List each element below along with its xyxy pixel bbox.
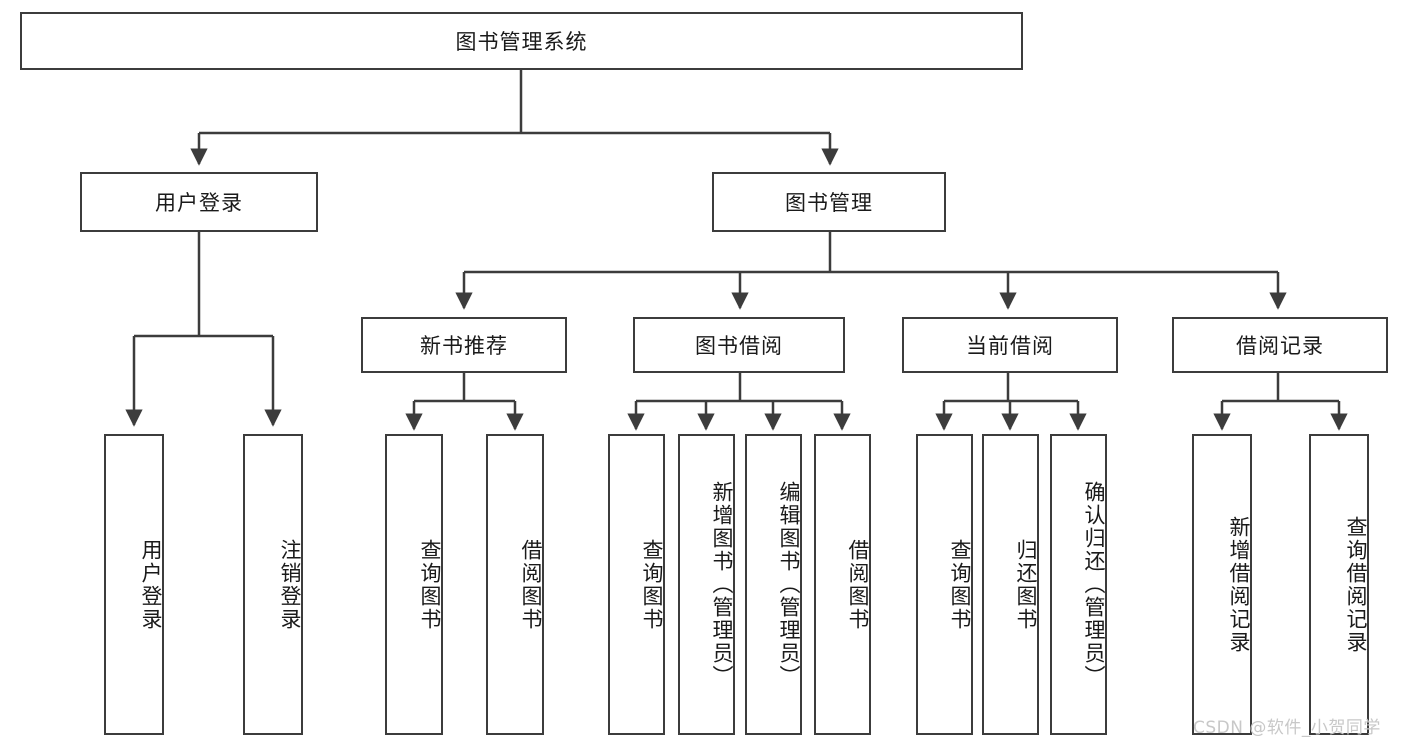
node-label: 归还图书 <box>1014 538 1038 631</box>
node-label: 图书管理 <box>785 191 873 215</box>
node-leaf-edit-book[interactable]: 编辑图书（管理员） <box>745 434 802 735</box>
node-label: 编辑图书（管理员） <box>777 481 801 688</box>
node-book-management[interactable]: 图书管理 <box>712 172 946 232</box>
node-label: 查询借阅记录 <box>1344 515 1368 654</box>
node-label: 查询图书 <box>640 538 664 631</box>
node-leaf-user-login[interactable]: 用户登录 <box>104 434 164 735</box>
node-label: 注销登录 <box>278 538 302 631</box>
node-leaf-confirm-return[interactable]: 确认归还（管理员） <box>1050 434 1107 735</box>
node-leaf-query-book-recommend[interactable]: 查询图书 <box>385 434 443 735</box>
node-label: 新增借阅记录 <box>1227 515 1251 654</box>
node-label: 借阅图书 <box>846 538 870 631</box>
node-leaf-add-borrow-record[interactable]: 新增借阅记录 <box>1192 434 1252 735</box>
node-leaf-logout-login[interactable]: 注销登录 <box>243 434 303 735</box>
node-label: 图书管理系统 <box>455 30 588 54</box>
node-leaf-add-book[interactable]: 新增图书（管理员） <box>678 434 735 735</box>
node-leaf-return-book[interactable]: 归还图书 <box>982 434 1039 735</box>
node-label: 图书借阅 <box>695 334 783 358</box>
node-label: 查询图书 <box>418 538 442 631</box>
node-label: 确认归还（管理员） <box>1082 481 1106 688</box>
node-user-login[interactable]: 用户登录 <box>80 172 318 232</box>
node-label: 当前借阅 <box>966 334 1054 358</box>
node-current-borrow[interactable]: 当前借阅 <box>902 317 1118 373</box>
node-leaf-borrow-book[interactable]: 借阅图书 <box>814 434 871 735</box>
node-leaf-borrow-book-recommend[interactable]: 借阅图书 <box>486 434 544 735</box>
node-label: 新增图书（管理员） <box>710 481 734 688</box>
node-label: 借阅记录 <box>1236 334 1324 358</box>
node-label: 用户登录 <box>155 191 243 215</box>
node-leaf-query-borrow-record[interactable]: 查询借阅记录 <box>1309 434 1369 735</box>
node-label: 新书推荐 <box>420 334 508 358</box>
node-borrow-record[interactable]: 借阅记录 <box>1172 317 1388 373</box>
node-label: 查询图书 <box>948 538 972 631</box>
node-book-borrow[interactable]: 图书借阅 <box>633 317 845 373</box>
node-new-book-recommend[interactable]: 新书推荐 <box>361 317 567 373</box>
node-label: 用户登录 <box>139 538 163 631</box>
node-book-management-system[interactable]: 图书管理系统 <box>20 12 1023 70</box>
node-leaf-query-book-current[interactable]: 查询图书 <box>916 434 973 735</box>
node-leaf-query-book-borrow[interactable]: 查询图书 <box>608 434 665 735</box>
node-label: 借阅图书 <box>519 538 543 631</box>
